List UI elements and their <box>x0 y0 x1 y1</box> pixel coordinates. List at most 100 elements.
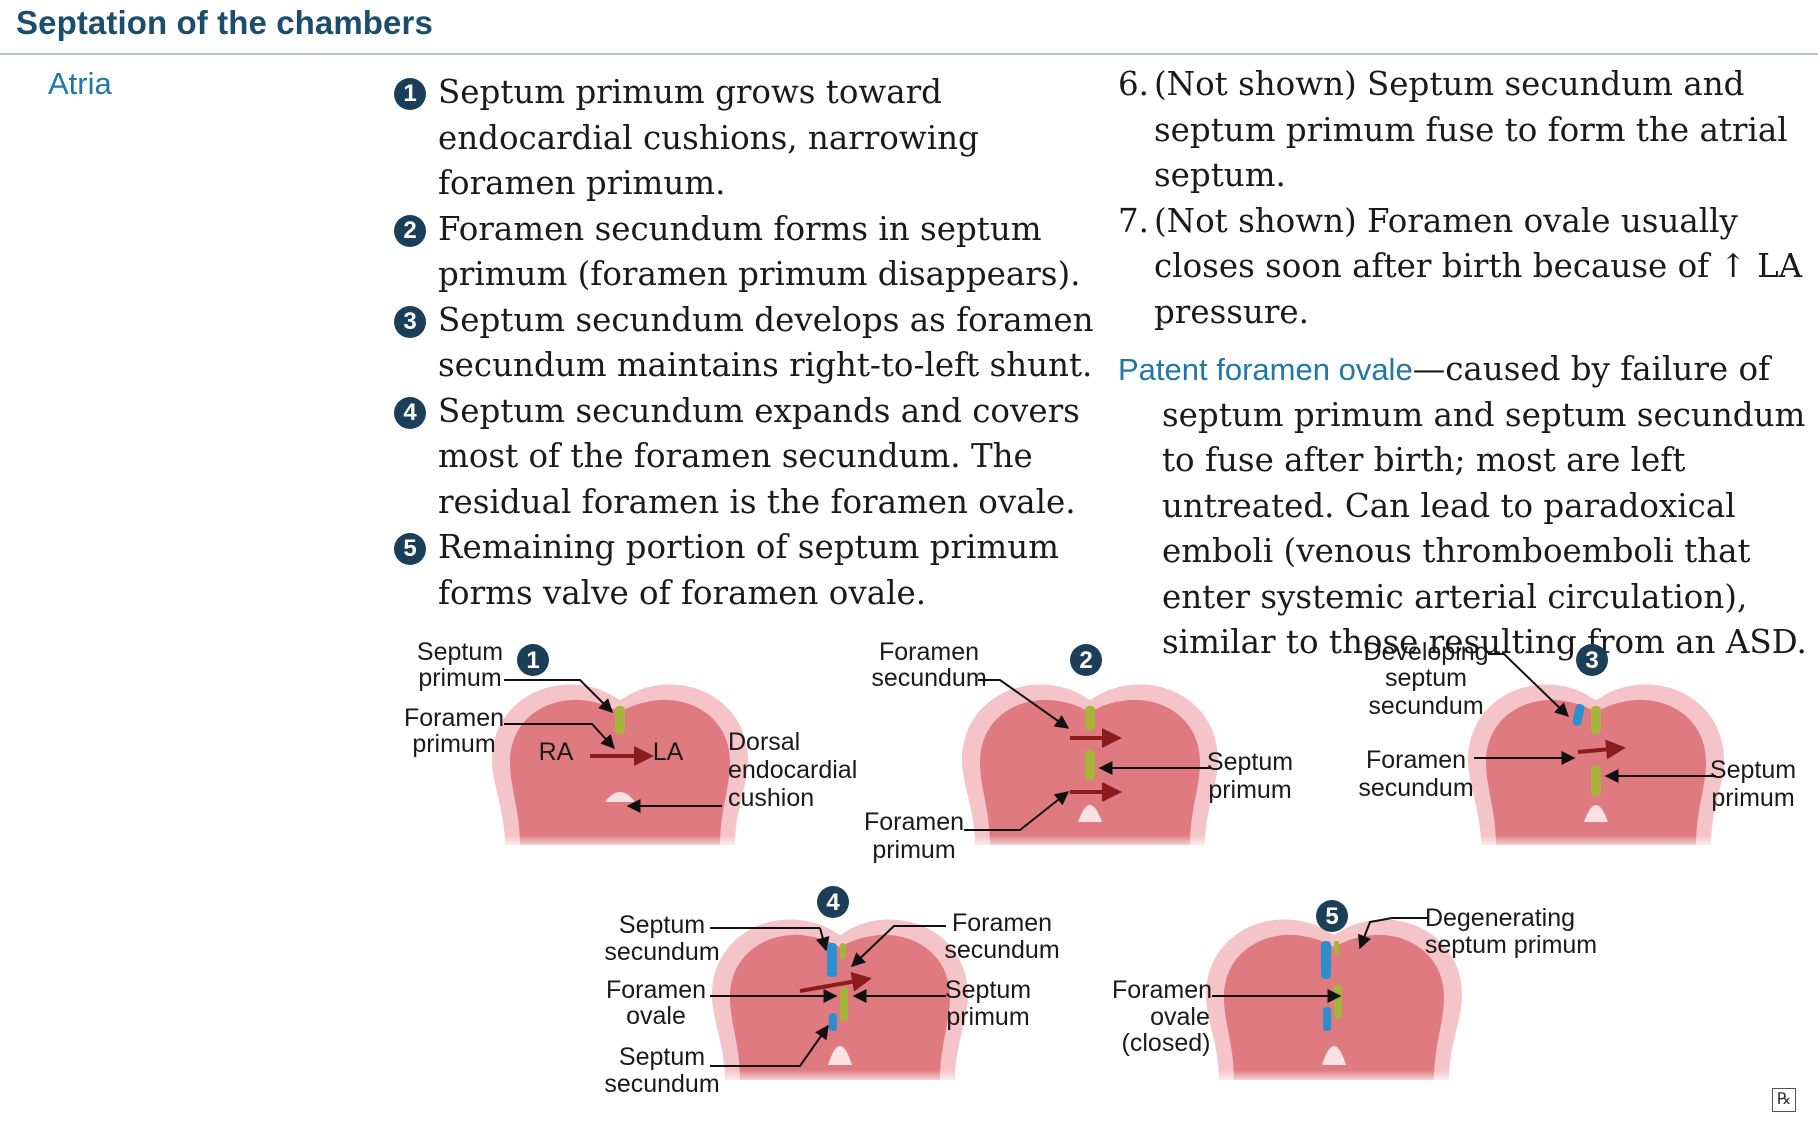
septum-primum-shape <box>1591 706 1601 734</box>
diagram-label: ovale <box>626 1002 686 1030</box>
leader-line-tip <box>815 927 830 952</box>
diagram-label: primum <box>1208 776 1291 804</box>
septum-primum-shape <box>1085 706 1095 730</box>
step-number-badge: 1 <box>394 78 426 110</box>
diagram-label: Foramen <box>1112 976 1212 1004</box>
diagram-label: septum <box>1385 664 1467 692</box>
leader-line <box>504 679 613 713</box>
septum-secundum-shape <box>1321 941 1331 979</box>
diagram-label: primum <box>872 836 955 864</box>
diagram-label: primum <box>1711 784 1794 812</box>
septum-primum-shape <box>1591 766 1601 796</box>
diagram-label: septum primum <box>1425 931 1597 959</box>
leader-line <box>964 791 1070 831</box>
leader-line <box>1357 917 1428 950</box>
note-item: 7.(Not shown) Foramen ovale usually clos… <box>1118 199 1810 336</box>
fade-overlay <box>1466 800 1726 850</box>
diagram-label: secundum <box>944 936 1059 964</box>
step-number-badge: 2 <box>394 214 426 247</box>
step-item: 1 Septum primum grows toward endocardial … <box>394 70 1094 207</box>
diagram-label: Foramen <box>606 976 706 1004</box>
step-number-badge: 3 <box>394 305 426 338</box>
fade-overlay <box>490 800 750 850</box>
diagram-label: (closed) <box>1122 1029 1211 1057</box>
leader-line <box>504 723 615 750</box>
diagram-panel-4 <box>710 919 970 1085</box>
flow-arrow <box>1577 739 1626 760</box>
septum-primum-shape <box>840 943 846 959</box>
septum-primum-shape <box>840 987 848 1021</box>
diagram-label: Developing <box>1363 638 1488 666</box>
note-text: (Not shown) Foramen ovale usually closes… <box>1154 201 1738 286</box>
diagram-number-badge <box>1070 644 1102 676</box>
septum-primum-shape <box>615 706 625 734</box>
diagram-label: Foramen <box>952 909 1052 937</box>
diagram-label: Septum <box>619 911 705 939</box>
diagram-panel-2 <box>960 684 1220 850</box>
septum-primum-shape <box>1334 941 1339 955</box>
diagram-label: Foramen <box>879 638 979 666</box>
diagram-label: Dorsal <box>728 728 800 756</box>
septum-primum-shape <box>1085 750 1095 780</box>
note-text: (Not shown) Septum secundum and septum p… <box>1154 65 1788 194</box>
rx-icon: ℞ <box>1772 1088 1796 1112</box>
septum-secundum-shape <box>827 943 837 977</box>
septum-secundum-shape <box>1572 703 1585 726</box>
pfo-paragraph: Patent foramen ovale—caused by failure o… <box>1118 347 1810 666</box>
fade-overlay <box>1204 1035 1464 1085</box>
septum-primum-shape <box>1334 985 1342 1019</box>
diagram-label: Foramen <box>864 808 964 836</box>
pfo-text: caused by failure of septum primum and s… <box>1162 350 1807 661</box>
header: Septation of the chambers <box>0 0 1818 56</box>
diagram-number: 2 <box>1079 647 1092 674</box>
diagram-label: ovale <box>1150 1003 1210 1031</box>
diagram-label: Septum <box>619 1043 705 1071</box>
diagram-label: Septum <box>1710 756 1796 784</box>
diagram-label: LA <box>653 738 684 766</box>
diagram-label: primum <box>418 664 501 692</box>
diagram-label: primum <box>412 730 495 758</box>
atrial-septation-diagram: 1 Septum primum Foramen primum RA LA Dor… <box>404 638 1796 1098</box>
diagram-label: Septum <box>417 638 503 666</box>
note-item: 6.(Not shown) Septum secundum and septum… <box>1118 62 1810 199</box>
pfo-term: Patent foramen ovale <box>1118 352 1413 387</box>
diagram-label: secundum <box>871 664 986 692</box>
diagram-label: Septum <box>1207 748 1293 776</box>
diagram-panel-3 <box>1466 684 1726 850</box>
diagram-label: cushion <box>728 784 814 812</box>
diagram-number-badge <box>1576 644 1608 676</box>
diagram-label: RA <box>539 738 574 766</box>
leader-line <box>850 925 946 967</box>
diagram-number-badge <box>1316 900 1348 932</box>
diagram-number-badge <box>517 644 549 676</box>
leader-line <box>978 679 1070 729</box>
diagram-panel-1 <box>490 684 750 850</box>
diagram-label: primum <box>946 1003 1029 1031</box>
note-number: 7. <box>1118 201 1150 240</box>
diagram-number: 5 <box>1325 903 1338 930</box>
diagram-label: Foramen <box>1366 746 1466 774</box>
diagram-label: Foramen <box>404 704 504 732</box>
steps-list: 1 Septum primum grows toward endocardial … <box>394 70 1094 616</box>
note-text-end: LA pressure. <box>1154 247 1803 331</box>
diagram-number: 4 <box>826 889 840 916</box>
fade-overlay <box>960 800 1220 850</box>
flow-arrow <box>799 971 872 993</box>
section-label: Atria <box>48 66 112 101</box>
step-number-badge: 5 <box>394 533 426 565</box>
diagram-label: secundum <box>1368 692 1483 720</box>
leader-line <box>1488 653 1570 717</box>
step-number-badge: 4 <box>394 396 426 429</box>
diagram-label: endocardial <box>728 756 857 784</box>
diagram-number-badge <box>817 886 849 918</box>
header-divider <box>0 53 1818 55</box>
diagram-number: 3 <box>1585 647 1598 674</box>
diagram-label: secundum <box>604 938 719 966</box>
pfo-dash: — <box>1412 350 1446 388</box>
step-text: Septum primum grows toward endocardial c… <box>438 73 979 202</box>
step-text: Remaining portion of septum primum forms… <box>438 528 1059 612</box>
step-item: 5 Remaining portion of septum primum form… <box>394 525 1094 616</box>
